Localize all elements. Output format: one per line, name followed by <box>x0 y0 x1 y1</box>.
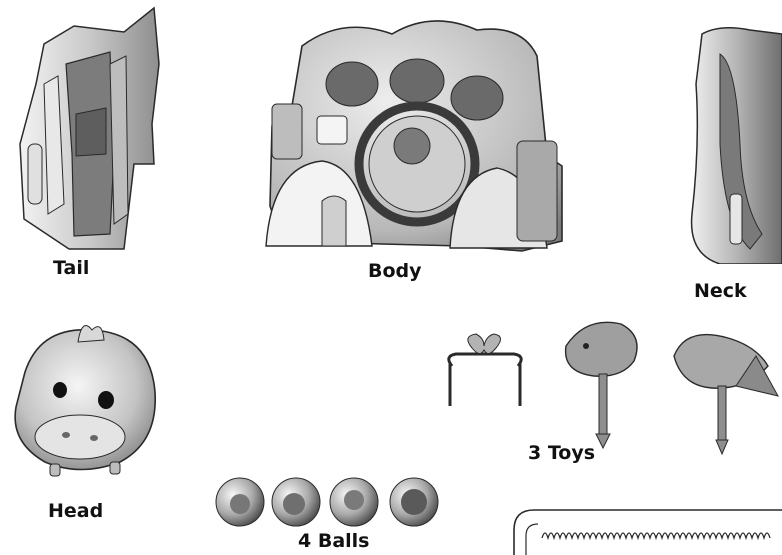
ball-4-icon <box>390 478 438 526</box>
body-piece-illustration <box>262 16 572 256</box>
ball-1-icon <box>216 478 264 526</box>
neck-piece-illustration <box>680 24 782 264</box>
toys-illustration <box>436 316 782 456</box>
neck-label: Neck <box>694 280 747 302</box>
balls-label: 4 Balls <box>298 530 369 552</box>
tail-label: Tail <box>53 257 89 279</box>
tail-piece-illustration <box>14 4 162 254</box>
body-label: Body <box>368 260 422 282</box>
balls-illustration <box>214 476 454 528</box>
fish-toy-icon <box>674 335 778 454</box>
ball-2-icon <box>272 478 320 526</box>
ball-3-icon <box>330 478 378 526</box>
butterfly-toy-icon <box>449 334 521 406</box>
head-piece-illustration <box>10 312 160 482</box>
spring-coil-illustration <box>512 508 782 555</box>
head-label: Head <box>48 500 103 522</box>
toys-label: 3 Toys <box>528 442 595 464</box>
hedgehog-toy-icon <box>566 322 637 448</box>
